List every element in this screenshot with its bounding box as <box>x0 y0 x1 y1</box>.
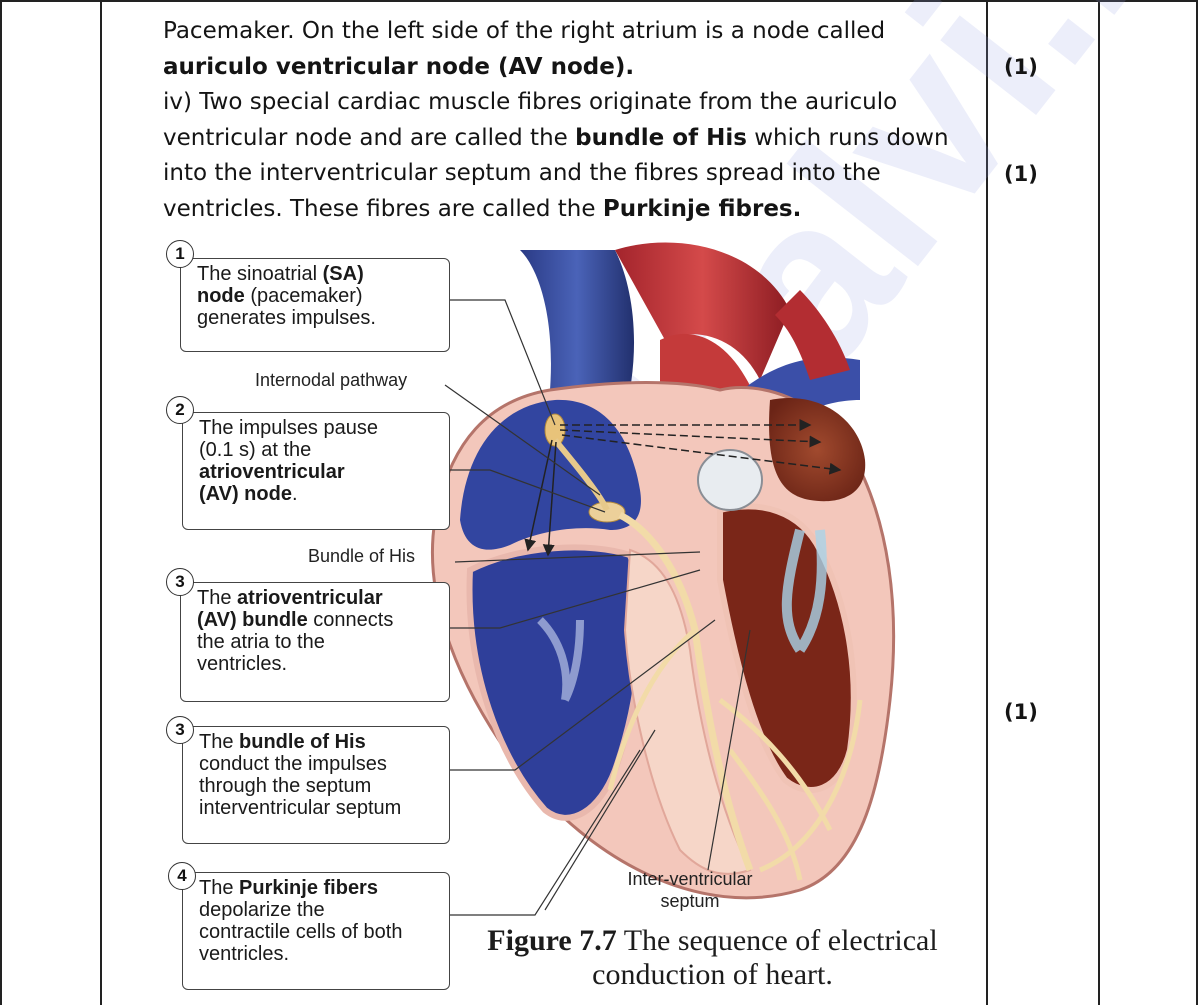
callout-text: connects <box>308 609 394 631</box>
answer-text-span: ventricular node and are called the <box>163 125 575 151</box>
step-number-badge: 1 <box>166 240 194 268</box>
answer-line: Pacemaker. On the left side of the right… <box>163 14 981 50</box>
callout-text: (0.1 s) at the <box>199 439 311 461</box>
callout-av-bundle: The atrioventricular (AV) bundle connect… <box>180 582 450 702</box>
answer-line: iv) Two special cardiac muscle fibres or… <box>163 85 981 121</box>
answer-line: into the interventricular septum and the… <box>163 156 981 192</box>
table-top-border <box>0 0 1198 2</box>
label-bundle-of-his: Bundle of His <box>308 546 415 567</box>
mark: (1) <box>1004 162 1038 186</box>
answer-line: auriculo ventricular node (AV node). <box>163 50 981 86</box>
callout-purkinje-fibers: The Purkinje fibers depolarize the contr… <box>182 872 450 990</box>
callout-bold: atrioventricular <box>199 461 345 483</box>
callout-bold: (AV) bundle <box>197 609 308 631</box>
callout-text: The <box>197 587 237 609</box>
step-number-badge: 3 <box>166 568 194 596</box>
answer-text-span: ventricles. These fibres are called the <box>163 196 603 222</box>
label-internodal-pathway: Internodal pathway <box>255 370 407 391</box>
callout-text: The sinoatrial <box>197 263 323 285</box>
heart-valve <box>698 450 762 510</box>
callout-text: The impulses pause <box>199 417 378 439</box>
mark: (1) <box>1004 55 1038 79</box>
callout-sa-node: The sinoatrial (SA) node (pacemaker) gen… <box>180 258 450 352</box>
callout-text: conduct the impulses <box>199 753 387 775</box>
callout-text: . <box>292 483 298 505</box>
caption-text: conduction of heart. <box>592 958 833 991</box>
step-number-badge: 2 <box>166 396 194 424</box>
table-column-divider <box>986 0 988 1005</box>
callout-bundle-of-his: The bundle of His conduct the impulses t… <box>182 726 450 844</box>
callout-text: The <box>199 731 239 753</box>
callout-text: ventricles. <box>197 653 287 675</box>
step-number-badge: 3 <box>166 716 194 744</box>
callout-text: contractile cells of both <box>199 921 402 943</box>
callout-bold: (AV) node <box>199 483 292 505</box>
answer-bold-term: auriculo ventricular node (AV node). <box>163 54 634 80</box>
callout-bold: node <box>197 285 245 307</box>
superior-vena-cava <box>520 250 634 390</box>
callout-bold: atrioventricular <box>237 587 383 609</box>
callout-av-node: The impulses pause (0.1 s) at the atriov… <box>182 412 450 530</box>
callout-text: ventricles. <box>199 943 289 965</box>
table-column-divider <box>1098 0 1100 1005</box>
answer-line: ventricular node and are called the bund… <box>163 121 981 157</box>
callout-text: generates impulses. <box>197 307 376 329</box>
callout-text: depolarize the <box>199 899 325 921</box>
callout-text: (pacemaker) <box>245 285 363 307</box>
figure-number: Figure 7.7 <box>487 924 616 957</box>
step-number-badge: 4 <box>168 862 196 890</box>
label-interventricular-septum: Inter-ventricular septum <box>615 868 765 912</box>
callout-text: interventricular septum <box>199 797 401 819</box>
table-column-divider <box>100 0 102 1005</box>
answer-text-span: which runs down <box>747 125 949 151</box>
callout-text: through the septum <box>199 775 371 797</box>
label-text: septum <box>660 891 719 911</box>
heart-conduction-figure: The sinoatrial (SA) node (pacemaker) gen… <box>160 230 960 1000</box>
callout-text: The <box>199 877 239 899</box>
mark: (1) <box>1004 700 1038 724</box>
table-border-left <box>0 0 2 1005</box>
caption-text: The sequence of electrical <box>624 924 938 957</box>
callout-bold: bundle of His <box>239 731 366 753</box>
answer-line: ventricles. These fibres are called the … <box>163 192 981 228</box>
callout-bold: Purkinje fibers <box>239 877 378 899</box>
callout-bold: (SA) <box>323 263 364 285</box>
callout-text: the atria to the <box>197 631 325 653</box>
answer-text: Pacemaker. On the left side of the right… <box>163 14 981 227</box>
figure-caption: Figure 7.7 The sequence of electrical co… <box>475 924 950 992</box>
label-text: Inter-ventricular <box>627 869 752 889</box>
answer-bold-term: Purkinje fibres. <box>603 196 802 222</box>
answer-bold-term: bundle of His <box>575 125 747 151</box>
